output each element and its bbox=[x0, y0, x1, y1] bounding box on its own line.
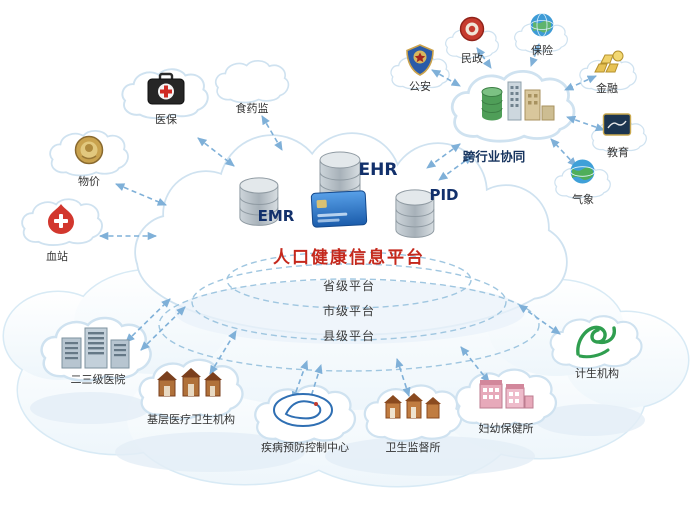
gold-bars-icon bbox=[592, 48, 624, 74]
node-label-finance: 金融 bbox=[596, 82, 618, 95]
node-label-insurance: 保险 bbox=[531, 44, 553, 57]
server-buildings-icon bbox=[478, 78, 558, 130]
node-label-education: 教育 bbox=[607, 146, 629, 159]
houses-icon bbox=[156, 366, 226, 402]
node-label-food-drug: 食药监 bbox=[235, 102, 269, 115]
blood-drop-icon bbox=[44, 202, 78, 236]
node-label-meteorology: 气象 bbox=[572, 193, 594, 206]
node-label-hospitals: 二三级医院 bbox=[70, 373, 126, 386]
police-badge-icon bbox=[406, 44, 434, 76]
level-label-city: 市级平台 bbox=[322, 304, 375, 318]
green-ribbon-icon bbox=[574, 320, 618, 360]
node-label-civil-affairs: 民政 bbox=[461, 52, 483, 65]
level-label-province: 省级平台 bbox=[322, 279, 375, 293]
medical-kit-icon bbox=[146, 72, 186, 106]
blackboard-icon bbox=[602, 112, 632, 138]
node-label-family-planning: 计生机构 bbox=[575, 367, 619, 380]
node-label-blood-station: 血站 bbox=[46, 250, 68, 263]
gold-emblem-icon bbox=[73, 134, 105, 166]
globe-icon bbox=[569, 158, 596, 185]
node-label-medical-insurance: 医保 bbox=[155, 113, 177, 126]
buildings-icon bbox=[60, 324, 132, 370]
pid-label: PID bbox=[429, 186, 459, 204]
platform-title: 人口健康信息平台 bbox=[273, 248, 425, 268]
cross-industry-label: 跨行业协同 bbox=[462, 149, 526, 164]
node-label-cdc: 疾病预防控制中心 bbox=[261, 441, 349, 454]
node-label-primary-care: 基层医疗卫生机构 bbox=[147, 413, 235, 426]
node-label-pricing: 物价 bbox=[78, 175, 100, 188]
level-label-county: 县级平台 bbox=[322, 329, 375, 343]
center-cloud bbox=[134, 132, 568, 344]
node-label-health-supervision: 卫生监督所 bbox=[385, 441, 441, 454]
node-label-public-security: 公安 bbox=[409, 80, 431, 93]
ehr-label: EHR bbox=[358, 160, 398, 180]
connector-arrows bbox=[98, 43, 605, 404]
globe-icon bbox=[529, 12, 555, 38]
node-label-maternal-child: 妇幼保健所 bbox=[478, 422, 534, 435]
houses-icon bbox=[383, 390, 443, 424]
emr-label: EMR bbox=[257, 207, 295, 225]
health-card-icon bbox=[310, 190, 368, 228]
red-emblem-icon bbox=[459, 16, 485, 42]
pink-buildings-icon bbox=[476, 374, 536, 412]
cdc-logo-icon bbox=[272, 392, 334, 428]
